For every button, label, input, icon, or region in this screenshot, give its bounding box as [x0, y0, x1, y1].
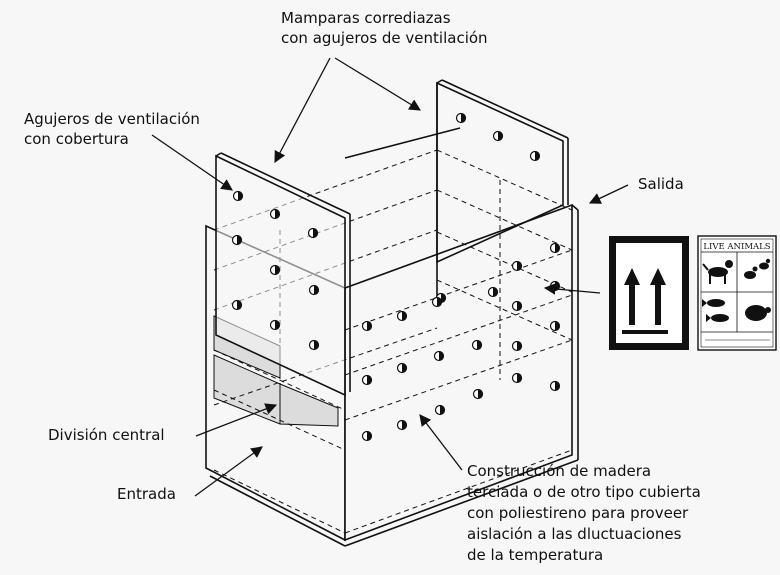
ventilation-hole-shadow [367, 431, 372, 441]
ventilation-hole-shadow [237, 235, 242, 245]
ventilation-hole-shadow [555, 321, 560, 331]
ventilation-hole-shadow [535, 151, 540, 161]
arrow-construction [419, 414, 463, 471]
ventilation-hole-shadow [498, 131, 503, 141]
arrow-exit [588, 184, 629, 204]
ventilation-hole-shadow [555, 281, 560, 291]
sliding-panels-label: Mamparas corrediazas con agujeros de ven… [281, 8, 488, 48]
ventilation-hole-shadow [367, 375, 372, 385]
construction-line-3: con poliestireno para proveer [467, 504, 689, 522]
arrow-sliding-left [274, 57, 331, 164]
ventilation-hole-shadow [275, 320, 280, 330]
arrow-covered-holes [151, 134, 233, 191]
ventilation-hole-shadow [477, 340, 482, 350]
ventilation-hole-shadow [402, 363, 407, 373]
ventilation-hole-shadow [555, 381, 560, 391]
exit-text: Salida [638, 175, 684, 193]
fish-icon [702, 299, 729, 322]
turtle-icon [745, 305, 771, 321]
ventilation-hole-shadow [441, 293, 446, 303]
ventilation-hole-shadow [555, 243, 560, 253]
construction-line-1: Construcción de madera [467, 462, 652, 480]
ventilation-hole-shadow [402, 420, 407, 430]
arrow-entrance [194, 446, 263, 497]
ventilation-hole-shadow [314, 340, 319, 350]
arrow-sliding-right [334, 57, 421, 111]
ventilation-hole-shadow [238, 191, 243, 201]
central-division-text: División central [48, 426, 165, 444]
ventilation-hole-shadow [517, 373, 522, 383]
bird-icon [744, 258, 771, 279]
ventilation-hole-shadow [402, 311, 407, 321]
ventilation-hole-shadow [478, 389, 483, 399]
ventilation-hole-shadow [517, 341, 522, 351]
construction-label: Construcción de madera terciada o de otr… [467, 461, 701, 566]
ventilation-hole-shadow [275, 209, 280, 219]
ventilation-hole-shadow [275, 265, 280, 275]
construction-line-5: de la temperatura [467, 546, 604, 564]
ventilation-hole-shadow [493, 287, 498, 297]
ventilation-hole-shadow [517, 301, 522, 311]
entrance-label: Entrada [117, 484, 176, 504]
dog-icon [702, 260, 733, 284]
ventilation-hole-shadow [367, 321, 372, 331]
covered-holes-line-2: con cobertura [24, 130, 129, 148]
ventilation-hole-shadow [313, 228, 318, 238]
ventilation-hole-shadow [461, 113, 466, 123]
long-side-panel [344, 203, 573, 542]
live-animals-title: LIVE ANIMALS [703, 242, 770, 252]
central-division-label: División central [48, 425, 165, 445]
crate-body [205, 127, 579, 547]
sliding-panels-line-1: Mamparas corrediazas [281, 9, 451, 27]
ventilation-hole-shadow [314, 285, 319, 295]
ventilation-holes [231, 112, 561, 442]
arrow-division [195, 403, 278, 437]
ventilation-hole-shadow [437, 297, 442, 307]
ventilation-hole-shadow [517, 261, 522, 271]
up-arrows-icon [622, 268, 668, 334]
arrow-label [543, 283, 601, 295]
ventilation-hole-shadow [237, 300, 242, 310]
covered-holes-line-1: Agujeros de ventilación [24, 110, 200, 128]
sliding-panels-line-2: con agujeros de ventilación [281, 29, 488, 47]
live-animals-label: LIVE ANIMALS [697, 235, 777, 351]
entrance-text: Entrada [117, 485, 176, 503]
construction-line-2: terciada o de otro tipo cubierta [467, 483, 701, 501]
this-way-up-label [609, 236, 689, 350]
leader-arrows [151, 57, 629, 497]
ventilation-hole-shadow [440, 405, 445, 415]
covered-holes-label: Agujeros de ventilación con cobertura [24, 109, 200, 149]
exit-label: Salida [638, 174, 684, 194]
ventilation-hole-shadow [439, 351, 444, 361]
construction-line-4: aislación a las dluctuaciones [467, 525, 682, 543]
sliding-panel-left [215, 152, 351, 397]
sliding-panel-right [436, 79, 569, 300]
